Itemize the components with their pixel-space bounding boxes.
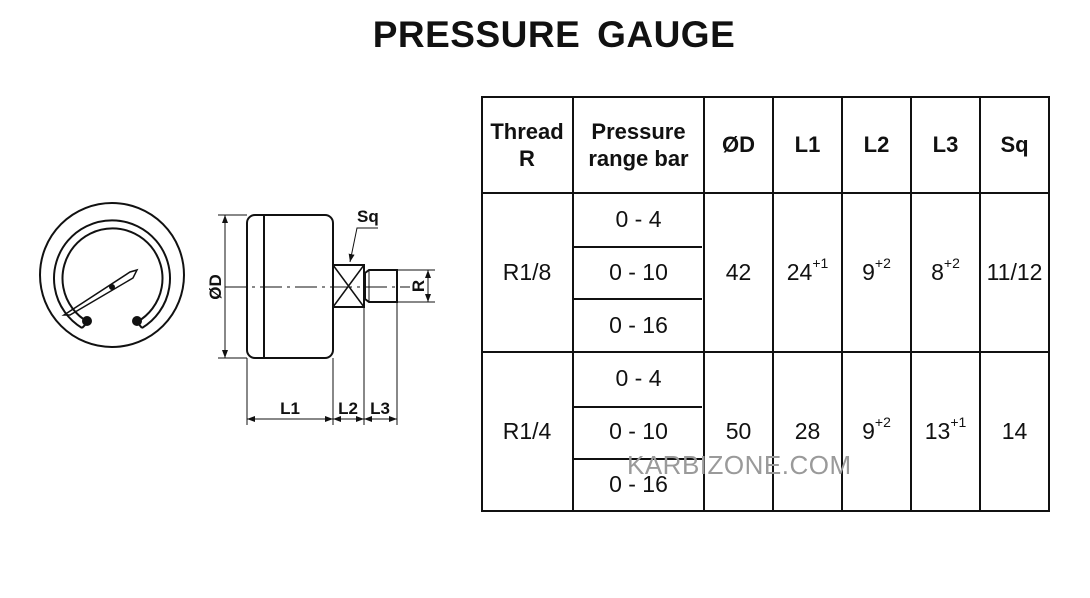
pressure-range-cell: 0 - 10 (573, 246, 704, 299)
table-border (481, 96, 1050, 98)
table-divider (481, 192, 1050, 194)
header-text: R (519, 145, 535, 171)
header-l3: L3 (932, 132, 959, 157)
header-thread: Thread R (481, 96, 573, 193)
thread-connector (364, 269, 398, 303)
header-l1: L1 (794, 132, 821, 157)
column-divider (772, 96, 774, 512)
l1-cell: 28 (773, 352, 842, 510)
l2-number: 9 (862, 417, 875, 444)
pressure-range-cell: 0 - 10 (573, 405, 704, 458)
l1-value: 24+1 (786, 256, 829, 286)
table-row-thread: R1/4 (481, 352, 573, 510)
header-d: ØD (722, 132, 755, 157)
l3-number: 13 (924, 417, 951, 444)
l2-tolerance: +2 (874, 413, 891, 430)
l1-value: 28 (795, 418, 821, 445)
header-text: Pressure (591, 118, 686, 144)
l1-label: L1 (280, 399, 300, 418)
l2-cell: 9+2 (842, 352, 911, 510)
sq-label: Sq (357, 207, 379, 226)
pressure-range-cell: 0 - 4 (573, 193, 704, 246)
header-sq: Sq (1000, 132, 1029, 157)
sq-cell: 11/12 (980, 193, 1049, 351)
column-divider (841, 96, 843, 512)
header-pressure: Pressure range bar (573, 96, 704, 193)
column-divider (910, 96, 912, 512)
header-l2: L2 (863, 132, 890, 157)
column-divider (703, 96, 705, 512)
d-cell: 42 (704, 193, 773, 351)
sq-value: 14 (1001, 417, 1028, 444)
l3-tolerance: +2 (943, 254, 960, 271)
header-text: range bar (588, 145, 689, 171)
l3-number: 8 (931, 258, 944, 285)
l1-cell: 24+1 (773, 193, 842, 351)
sub-row-divider (573, 406, 702, 408)
pressure-range-cell: 0 - 4 (573, 352, 704, 405)
d-value: 50 (725, 417, 752, 444)
l1-number: 24 (786, 258, 813, 285)
page-title: PRESSURE GAUGE (372, 14, 736, 55)
l1-number: 28 (794, 417, 821, 444)
gauge-side-view (225, 214, 410, 359)
thread-value: R1/8 (502, 258, 552, 285)
gauge-front-view (39, 202, 185, 348)
l3-cell: 8+2 (911, 193, 980, 351)
column-divider (572, 96, 574, 512)
l1-tolerance: +1 (812, 254, 829, 271)
l3-label: L3 (370, 399, 390, 418)
l2-value: 9+2 (862, 256, 891, 286)
pressure-range-cell: 0 - 16 (573, 299, 704, 352)
l3-tolerance: +1 (950, 413, 967, 430)
d-value: 42 (725, 258, 752, 285)
thread-r-label: R (409, 280, 428, 292)
l3-value: 13+1 (924, 415, 967, 445)
header-text: Thread (490, 118, 564, 144)
pressure-range-value: 0 - 16 (609, 312, 668, 338)
table-row-thread: R1/8 (481, 193, 573, 351)
l2-cell: 9+2 (842, 193, 911, 351)
pressure-range-value: 0 - 16 (609, 471, 668, 497)
sub-row-divider (573, 298, 702, 300)
thread-value: R1/4 (502, 417, 552, 444)
pressure-range-value: 0 - 4 (615, 206, 662, 232)
pressure-range-value: 0 - 10 (609, 418, 668, 444)
column-divider (481, 96, 483, 512)
sq-cell: 14 (980, 352, 1049, 510)
sq-value: 11/12 (986, 258, 1043, 285)
dimension-lines (218, 214, 435, 425)
table-divider (481, 351, 1050, 353)
l2-tolerance: +2 (874, 254, 891, 271)
table-border (481, 510, 1050, 512)
l2-value: 9+2 (862, 415, 891, 445)
diameter-label: ØD (206, 274, 225, 300)
l3-cell: 13+1 (911, 352, 980, 510)
pressure-range-value: 0 - 10 (609, 259, 668, 285)
watermark: KARBIZONE.COM (627, 450, 852, 480)
dimensions-table: Thread R Pressure range bar ØD L1 L2 L3 … (481, 96, 1050, 512)
sub-row-divider (573, 458, 702, 460)
l2-number: 9 (862, 258, 875, 285)
column-divider (979, 96, 981, 512)
gauge-needle (61, 268, 139, 316)
column-divider (1048, 96, 1050, 512)
pressure-range-cell: 0 - 16 (573, 458, 704, 511)
l2-label: L2 (338, 399, 358, 418)
l3-value: 8+2 (931, 256, 960, 286)
sub-row-divider (573, 246, 702, 248)
d-cell: 50 (704, 352, 773, 510)
gauge-drawing: Sq ØD R L1 L2 L3 (39, 202, 435, 425)
pressure-range-value: 0 - 4 (615, 365, 662, 391)
